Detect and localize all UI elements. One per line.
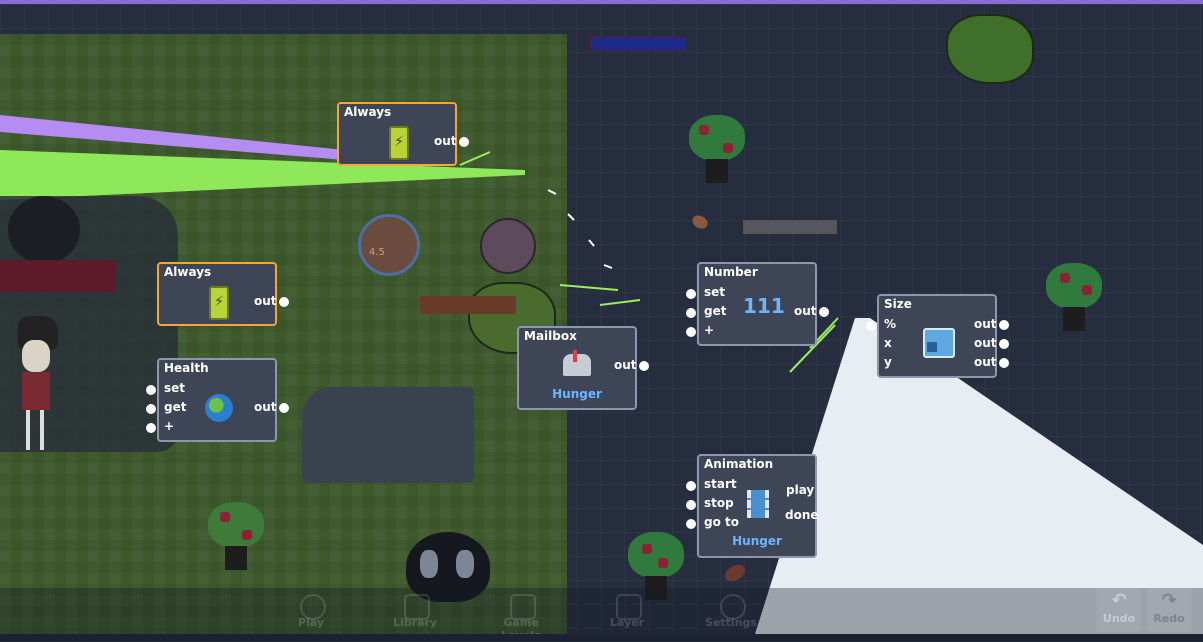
size-node[interactable]: Size % x y out out out	[866, 294, 1009, 378]
port-plus[interactable]	[146, 423, 156, 433]
animation-node[interactable]: Animation start stop go to play done Hun…	[686, 454, 819, 558]
layer-icon	[616, 594, 642, 620]
port-set-label: set	[704, 285, 726, 299]
library-icon	[404, 594, 430, 620]
port-out1-label: out	[974, 317, 997, 331]
port-out[interactable]	[639, 361, 649, 371]
port-set[interactable]	[686, 289, 696, 299]
port-set-label: set	[164, 381, 186, 395]
wooden-plank	[420, 296, 516, 314]
number-value[interactable]: 111	[743, 294, 785, 318]
port-out[interactable]	[819, 307, 829, 317]
port-y-label: y	[884, 355, 892, 369]
node-title: Animation	[704, 457, 774, 471]
port-get[interactable]	[146, 404, 156, 414]
port-done-label: done	[785, 508, 819, 522]
nav-label: Library	[392, 616, 438, 629]
port-plus[interactable]	[686, 327, 696, 337]
node-title: Health	[164, 361, 209, 375]
battery-icon: ⚡	[209, 286, 229, 320]
always-node-left[interactable]: Always ⚡ out	[157, 262, 289, 326]
settings-icon	[720, 594, 746, 620]
play-icon	[300, 594, 326, 620]
node-title: Always	[344, 105, 392, 119]
character-bubble[interactable]: 4.5	[358, 214, 420, 276]
white-light-cone	[755, 318, 1203, 634]
top-accent-bar	[0, 0, 1203, 4]
redo-label: Redo	[1153, 612, 1185, 625]
port-play-label: play	[786, 483, 815, 497]
brain-bubble[interactable]	[480, 218, 536, 274]
node-title: Mailbox	[524, 329, 577, 343]
port-out[interactable]	[459, 137, 469, 147]
rock	[302, 387, 474, 483]
port-goto[interactable]	[686, 519, 696, 529]
redo-button[interactable]: ↷ Redo	[1147, 586, 1191, 632]
node-title: Always	[164, 265, 212, 279]
purple-beam	[0, 115, 345, 160]
port-out-label: out	[254, 294, 277, 308]
blue-bar	[590, 37, 686, 51]
port-out[interactable]	[279, 297, 289, 307]
port-out1[interactable]	[999, 320, 1009, 330]
mailbox-icon	[563, 350, 591, 376]
green-beam	[0, 150, 525, 200]
node-title: Size	[884, 297, 912, 311]
film-icon	[747, 490, 769, 518]
port-out-label: out	[434, 134, 457, 148]
port-plus-label: +	[704, 323, 715, 337]
animation-name: Hunger	[732, 534, 782, 548]
levels-icon	[510, 594, 536, 620]
nav-label: Play	[297, 616, 325, 629]
port-out3-label: out	[974, 355, 997, 369]
undo-icon: ↶	[1111, 590, 1127, 611]
port-get-label: get	[704, 304, 727, 318]
port-out2[interactable]	[999, 339, 1009, 349]
nav-label: Settings	[705, 616, 757, 629]
port-out-label: out	[794, 304, 817, 318]
spider-creature[interactable]	[406, 532, 490, 602]
globe-icon	[205, 394, 233, 422]
port-start[interactable]	[686, 481, 696, 491]
resize-icon	[923, 328, 955, 358]
redo-icon: ↷	[1161, 590, 1177, 611]
port-out[interactable]	[279, 403, 289, 413]
port-get[interactable]	[686, 308, 696, 318]
bubble-value: 4.5	[369, 247, 385, 258]
port-goto-label: go to	[704, 515, 739, 529]
cave-eye	[8, 196, 80, 264]
mailbox-node[interactable]: Mailbox out Hunger	[517, 326, 649, 410]
port-percent-label: %	[884, 317, 897, 331]
port-plus-label: +	[164, 419, 175, 433]
bush-top	[946, 14, 1034, 84]
bottom-nav	[0, 588, 1203, 634]
port-stop[interactable]	[686, 500, 696, 510]
stone-plank	[741, 218, 839, 236]
undo-label: Undo	[1102, 612, 1136, 625]
health-node[interactable]: Health set get + out	[146, 358, 289, 442]
port-percent[interactable]	[866, 321, 876, 331]
port-out2-label: out	[974, 336, 997, 350]
nav-label: Layer	[609, 616, 645, 629]
port-out-label: out	[614, 358, 637, 372]
battery-icon: ⚡	[389, 126, 409, 160]
bottom-edge-strip	[0, 634, 1203, 641]
always-node-top[interactable]: Always ⚡ out	[337, 102, 469, 166]
number-node[interactable]: Number set get + 111 out	[686, 262, 829, 346]
red-banner	[0, 260, 116, 292]
node-title: Number	[704, 265, 758, 279]
port-set[interactable]	[146, 385, 156, 395]
port-stop-label: stop	[704, 496, 734, 510]
port-out3[interactable]	[999, 358, 1009, 368]
message-name: Hunger	[552, 387, 602, 401]
player-character[interactable]	[8, 316, 64, 452]
undo-button[interactable]: ↶ Undo	[1097, 586, 1141, 632]
port-x-label: x	[884, 336, 892, 350]
port-get-label: get	[164, 400, 187, 414]
port-out-label: out	[254, 400, 277, 414]
port-start-label: start	[704, 477, 737, 491]
